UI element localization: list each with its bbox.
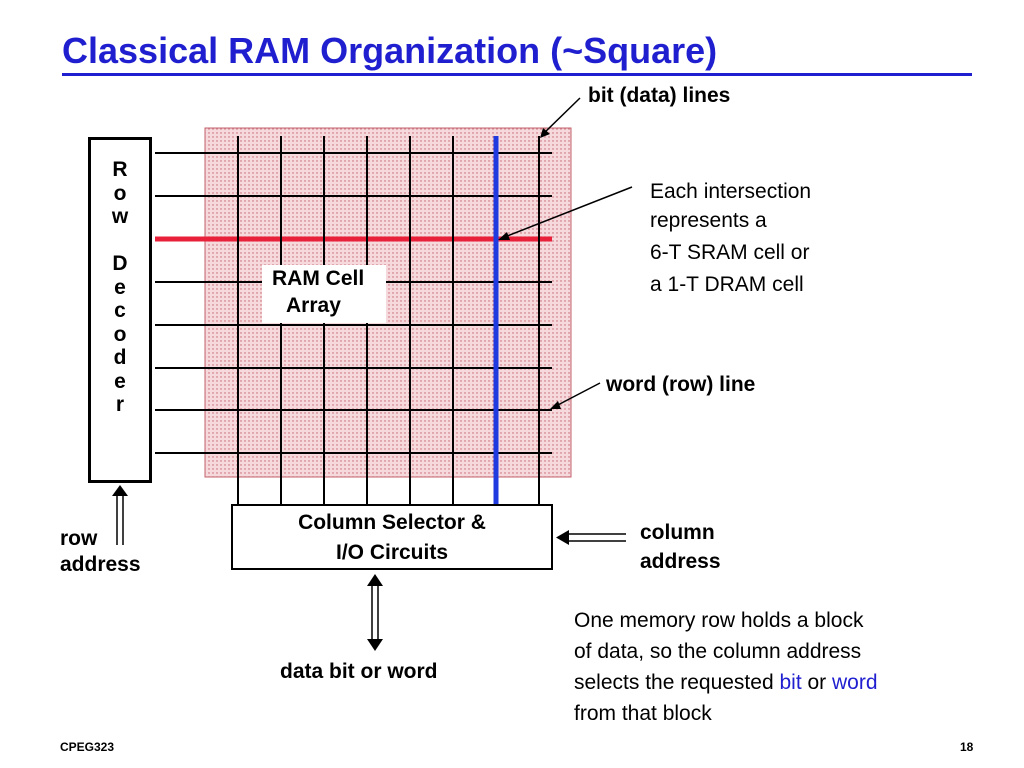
intersection-note-line1: Each intersection (650, 180, 812, 203)
row-decoder-letter: c (114, 299, 126, 322)
row-decoder-letter: r (115, 393, 125, 416)
intersection-note-line4: a 1-T DRAM cell (650, 273, 804, 296)
explanation-line1: One memory row holds a block (574, 609, 864, 632)
row-address-label-line2: address (60, 553, 141, 576)
row-decoder-letter: o (113, 181, 127, 205)
intersection-pointer (501, 186, 633, 239)
bit-lines-pointer (541, 97, 581, 136)
column-selector-box (231, 504, 553, 570)
footer-course-code: CPEG323 (60, 740, 115, 754)
column-address-arrow (556, 530, 626, 545)
explanation-line4: from that block (574, 702, 712, 725)
data-bit-or-word-label: data bit or word (280, 660, 438, 683)
row-decoder-letter: R (112, 158, 128, 181)
word-line-label: word (row) line (606, 373, 756, 396)
intersection-note-line3: 6-T SRAM cell or (650, 241, 810, 264)
bit-lines-label: bit (data) lines (588, 84, 731, 107)
row-decoder-letter: e (114, 275, 126, 299)
explanation-note: One memory row holds a block of data, so… (574, 605, 878, 729)
word-line-pointer (553, 382, 601, 408)
emphasis-bit: bit (779, 671, 802, 694)
emphasis-word: word (832, 671, 878, 694)
row-decoder-letter: w (111, 205, 129, 228)
row-decoder-letter: e (114, 369, 126, 393)
ram-array-label: Array (286, 294, 341, 317)
row-decoder-letter: D (112, 252, 128, 275)
row-decoder-letter: o (113, 322, 127, 346)
column-address-label-line2: address (640, 550, 721, 573)
slide-title: Classical RAM Organization (~Square) (62, 30, 718, 71)
page-number: 18 (960, 740, 974, 754)
row-decoder-letter (91, 229, 149, 253)
bit-lines-pointer-head (540, 128, 550, 138)
explanation-line3-prefix: selects the requested (574, 671, 780, 694)
column-address-label-line1: column (640, 521, 715, 544)
word-line-pointer-head (550, 401, 561, 409)
row-address-label-line1: row (60, 527, 98, 550)
title-underline (62, 73, 972, 76)
explanation-line3-or: or (801, 671, 832, 694)
row-address-arrow (112, 485, 128, 545)
io-circuits-label: I/O Circuits (335, 541, 449, 564)
explanation-line3: selects the requested bit or word (574, 667, 878, 698)
ram-cell-array-label-box (262, 265, 386, 323)
data-io-arrow (367, 574, 383, 651)
row-decoder-letter: d (113, 346, 127, 369)
column-selector-label: Column Selector & (298, 511, 486, 534)
ram-cell-label: RAM Cell (272, 267, 365, 290)
intersection-note-line2: represents a (650, 209, 767, 232)
ram-cell-array (204, 127, 572, 478)
explanation-line2: of data, so the column address (574, 640, 862, 663)
intersection-pointer-head (498, 232, 510, 240)
